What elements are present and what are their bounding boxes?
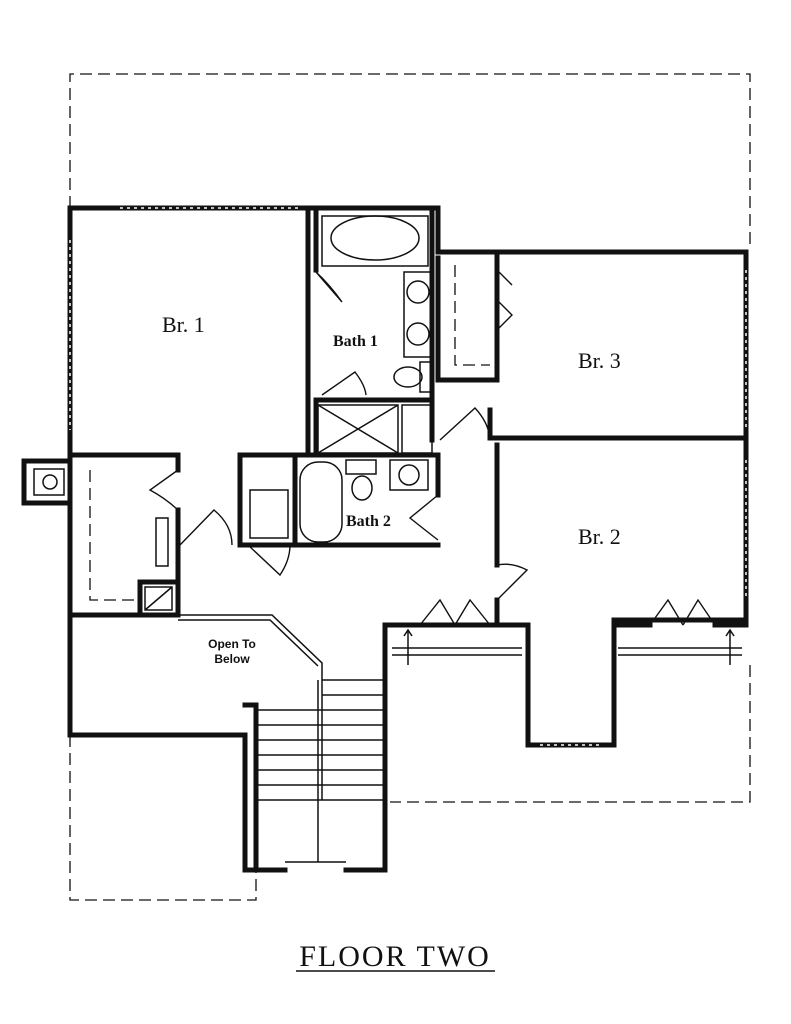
room-label-bath2: Bath 2 — [346, 513, 391, 530]
open-to-below-label-line2: Below — [214, 652, 250, 666]
bath2-fixtures — [249, 459, 429, 543]
room-label-br1: Br. 1 — [162, 312, 205, 337]
interior-walls — [67, 205, 749, 873]
plan-title: FLOOR TWO — [299, 940, 491, 973]
chimney — [21, 458, 73, 506]
doors — [148, 269, 735, 665]
closet-shelves — [89, 265, 742, 656]
room-label-br2: Br. 2 — [578, 524, 621, 549]
open-to-below-label-line1: Open To — [208, 637, 256, 651]
open-to-below-rail — [178, 614, 323, 800]
bath1-fixtures — [317, 215, 433, 454]
room-label-br3: Br. 3 — [578, 348, 621, 373]
lower-floor-outline — [69, 73, 751, 901]
exterior-walls — [67, 205, 749, 873]
room-label-bath1: Bath 1 — [333, 333, 378, 350]
stairs — [256, 679, 385, 863]
